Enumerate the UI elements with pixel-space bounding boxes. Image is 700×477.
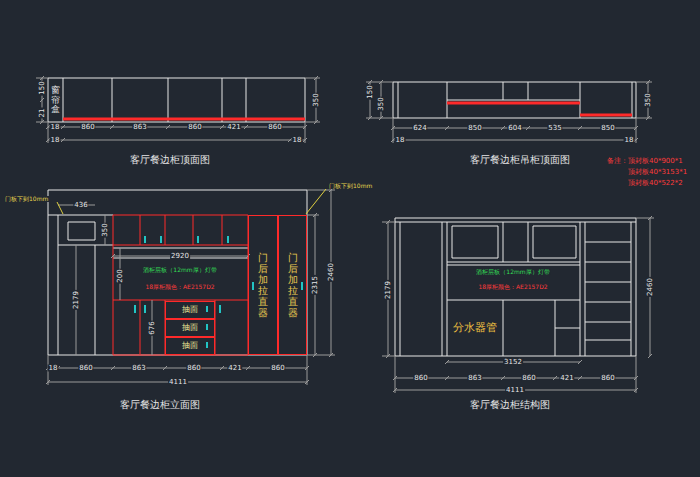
callout-text: 门板下到10mm: [328, 183, 373, 189]
node-text: 窗帘盒: [51, 86, 60, 116]
cabinet-structure: [395, 218, 636, 356]
shelf-note: 酒柜层板（12mm厚）灯带: [142, 267, 217, 273]
view-caption: 客厅餐边柜结构图: [469, 400, 551, 410]
dimension-label: 2460: [647, 277, 654, 297]
panel-edge: [447, 103, 632, 115]
dimension-label: 421: [227, 365, 242, 372]
dimension-label: 850: [467, 125, 482, 132]
material-note: 18厚柜颜色：AE2157D2: [477, 284, 548, 290]
dimension-label: 860: [78, 365, 93, 372]
dimension-line: [382, 216, 654, 393]
dimension-label: 860: [521, 375, 536, 382]
dimension-label: 535: [547, 125, 562, 132]
dimension-label: 2315: [312, 275, 319, 295]
callout-text: 门板下到10mm: [4, 196, 49, 202]
dimension-line: [46, 188, 335, 385]
node-text: 抽面: [182, 342, 198, 351]
dimension-label: 2179: [73, 290, 80, 310]
dimension-label: 676: [149, 320, 156, 335]
view-caption: 客厅餐边柜吊柜顶面图: [469, 155, 571, 165]
dimension-label: 200: [117, 268, 124, 283]
drawer-front: 抽面: [165, 337, 215, 355]
dimension-label: 18: [624, 137, 635, 144]
dimension-label: 350: [378, 96, 385, 111]
drawer-front: 抽面: [165, 319, 215, 337]
dimension-label: 150: [39, 80, 46, 95]
dimension-label: 18: [395, 137, 406, 144]
dimension-label: 860: [413, 375, 428, 382]
dimension-label: 21: [39, 108, 46, 119]
dimension-label: 421: [226, 124, 241, 131]
leader-line: [57, 189, 326, 214]
view-caption: 客厅餐边柜顶面图: [129, 155, 211, 165]
dimension-label: 350: [102, 222, 109, 237]
dimension-label: 863: [132, 124, 147, 131]
node-text: 抽面: [182, 324, 198, 333]
dimension-label: 863: [467, 375, 482, 382]
dimension-label: 3152: [503, 359, 523, 366]
dimension-label: 604: [507, 125, 522, 132]
dimension-label: 850: [600, 125, 615, 132]
dimension-label: 18: [50, 124, 61, 131]
dimension-label: 860: [186, 365, 201, 372]
dimension-label: 860: [600, 375, 615, 382]
view-caption: 客厅餐边柜立面图: [119, 400, 201, 410]
node-text: 抽面: [182, 306, 198, 315]
note-text: 顶封板40*522*2: [627, 180, 684, 187]
tall-door: 门后加拉直器: [278, 215, 307, 355]
dimension-label: 4111: [168, 379, 188, 386]
shelf-note: 酒柜层板（12mm厚）灯带: [475, 269, 550, 275]
dimension-label: 2460: [328, 262, 335, 282]
dimension-label: 860: [187, 124, 202, 131]
dimension-line: [366, 80, 652, 143]
dimension-label: 18: [292, 137, 303, 144]
dimension-label: 2920: [170, 253, 190, 260]
cabinet-outline: [48, 190, 307, 355]
drawer-front: 抽面: [165, 301, 215, 319]
dimension-label: 860: [267, 124, 282, 131]
material-note: 18厚柜颜色：AE2157D2: [144, 284, 215, 290]
dimension-label: 18: [50, 137, 61, 144]
cabinet-outline: [48, 78, 305, 122]
dimension-label: 350: [313, 92, 320, 107]
dimension-label: 624: [412, 125, 427, 132]
panel-edge: [63, 118, 305, 121]
dimension-label: 4111: [505, 387, 525, 394]
dimension-label: 421: [559, 375, 574, 382]
dimension-label: 150: [367, 84, 374, 99]
dimension-label: 860: [270, 365, 285, 372]
note-text: 顶封板40*3153*1: [627, 169, 688, 176]
dimension-label: 350: [645, 92, 652, 107]
node-text: 门后加拉直器: [258, 252, 268, 318]
tall-door: 门后加拉直器: [248, 215, 278, 355]
box-label: 窗帘盒: [48, 79, 63, 122]
dimension-label: 860: [80, 124, 95, 131]
dimension-label: 2179: [385, 280, 392, 300]
note-text: 备注：顶封板40*900*1: [606, 158, 684, 165]
dimension-line: [36, 76, 320, 143]
dimension-label: 863: [131, 365, 146, 372]
node-text: 分水器管: [453, 322, 497, 334]
cabinet-outline: [393, 82, 636, 118]
dimension-label: 436: [73, 202, 88, 209]
node-text: 门后加拉直器: [288, 252, 298, 318]
pipe-compartment: 分水器管: [448, 301, 502, 355]
dimension-label: 18: [48, 365, 59, 372]
